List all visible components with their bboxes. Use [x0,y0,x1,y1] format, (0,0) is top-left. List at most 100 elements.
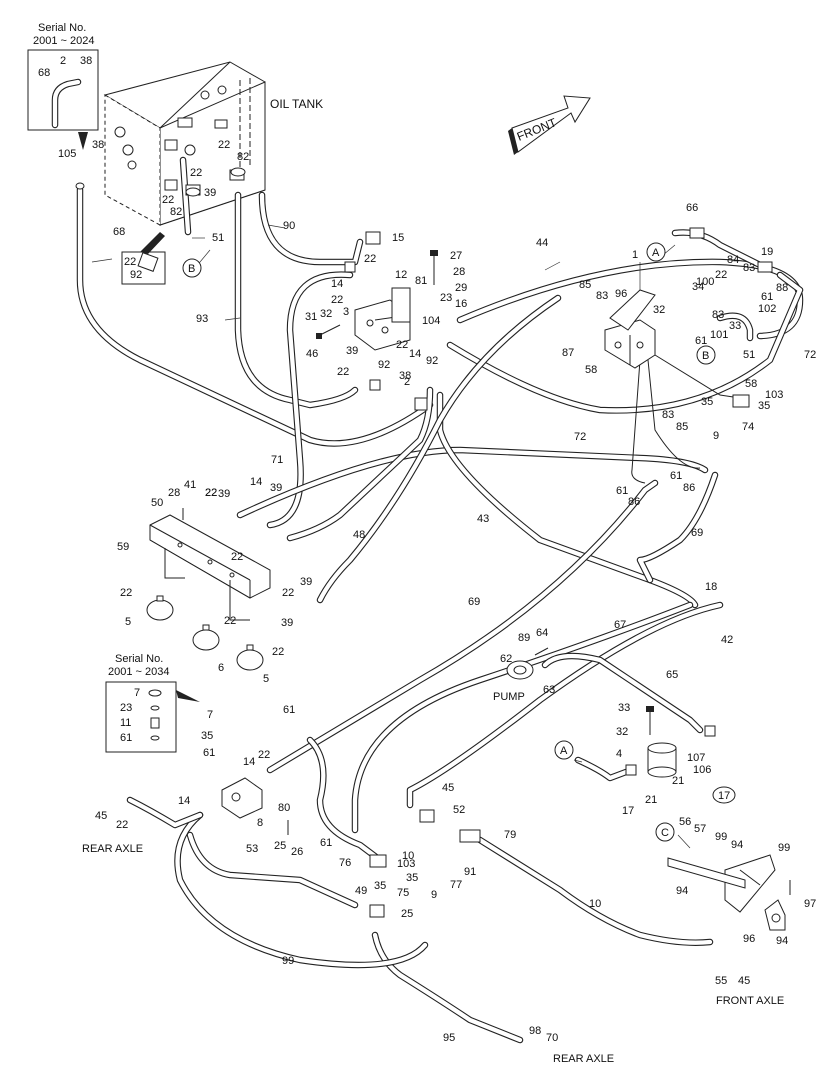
part-number-label: 10 [589,898,601,910]
part-number-label: 9 [713,430,719,442]
accumulator-5 [146,595,174,621]
part-number-label: 76 [339,857,351,869]
part-number-label: 46 [306,348,318,360]
part-number-label: 43 [477,513,489,525]
manifold-59 [149,514,271,621]
inset-top-label: 68 [38,67,50,79]
part-number-label: 26 [291,846,303,858]
part-number-label: 96 [615,288,627,300]
part-number-label: 90 [283,220,295,232]
part-number-label: 39 [281,617,293,629]
part-number-label: 62 [500,653,512,665]
part-number-label: 83 [596,290,608,302]
part-number-label: 38 [399,370,411,382]
detail-arrow [140,232,165,254]
part-number-label: 22 [116,819,128,831]
part-number-label: 56 [679,816,691,828]
part-number-label: 72 [804,349,816,361]
part-number-label: 61 [761,291,773,303]
part-number-label: 35 [374,880,386,892]
part-number-label: 34 [692,281,704,293]
part-number-label: 92 [378,359,390,371]
inset-top-label: 38 [80,55,92,67]
part-number-label: 89 [518,632,530,644]
inset-serial-left: Serial No. 2001 ~ 2034 7 23 11 61 [105,653,200,753]
part-number-label: 22 [282,587,294,599]
part-number-label: 71 [271,454,283,466]
part-number-label: 12 [395,269,407,281]
part-number-label: 48 [353,529,365,541]
part-number-label: 49 [355,885,367,897]
part-number-label: 32 [653,304,665,316]
part-number-label: 104 [422,315,440,327]
part-number-label: 14 [331,278,343,290]
part-number-label: 61 [203,747,215,759]
part-number-label: 65 [666,669,678,681]
part-number-label: 103 [765,389,783,401]
part-number-label: 74 [742,421,754,433]
part-number-label: 22 [231,551,243,563]
part-number-label: 88 [776,282,788,294]
part-number-label: 58 [745,378,757,390]
brake-valve-1 [604,289,656,369]
part-number-label: 93 [196,313,208,325]
bolts [182,250,791,895]
part-number-label: 17 [622,805,634,817]
inset-left-label: 23 [120,702,132,714]
inset-top-range: 2001 ~ 2024 [33,35,94,47]
part-number-label: 68 [113,226,125,238]
part-number-label: 6 [218,662,224,674]
accumulator-5b [236,644,264,671]
part-number-label: 92 [426,355,438,367]
part-number-label: 69 [691,527,703,539]
part-number-label: 63 [543,684,555,696]
part-number-label: 19 [761,246,773,258]
part-number-label: 94 [676,885,688,897]
part-number-label: 33 [729,320,741,332]
part-number-label: 87 [562,347,574,359]
ref-A-label: A [560,745,568,757]
part-number-label: 82 [237,151,249,163]
part-number-label: 72 [574,431,586,443]
part-number-label: 53 [246,843,258,855]
part-number-label: 35 [201,730,213,742]
part-number-label: 22 [396,339,408,351]
ref-A-label: A [652,247,660,259]
part-number-label: 92 [130,269,142,281]
part-number-label: 32 [616,726,628,738]
part-number-label: 61 [320,837,332,849]
part-number-label: 41 [184,479,196,491]
part-number-label: 95 [443,1032,455,1044]
part-number-label: 52 [453,804,465,816]
part-number-label: 21 [672,775,684,787]
part-number-label: 94 [731,839,743,851]
part-number-label: 18 [705,581,717,593]
part-number-label: 106 [693,764,711,776]
part-number-label: 16 [455,298,467,310]
inset-top-label: 2 [60,55,66,67]
part-number-label: 15 [392,232,404,244]
part-number-label: 28 [168,487,180,499]
valve-block-3 [354,287,411,351]
part-number-label: 55 [715,975,727,987]
pedal-bracket-95 [667,854,786,931]
rear-axle-bottom-label: REAR AXLE [553,1053,614,1065]
part-number-label: 70 [546,1032,558,1044]
inset-left-label: 7 [134,687,140,699]
part-number-label: 14 [409,348,421,360]
part-number-label: 45 [442,782,454,794]
part-number-label: 22 [224,615,236,627]
part-number-label: 22 [205,487,217,499]
part-number-label: 64 [536,627,548,639]
ref-C: C [655,822,675,842]
inset-top-header: Serial No. [38,22,86,34]
part-number-label: 31 [305,311,317,323]
part-number-label: 3 [343,306,349,318]
part-number-label: 22 [272,646,284,658]
part-number-label: 23 [440,292,452,304]
inset-left-label: 61 [120,732,132,744]
part-number-label: 22 [258,749,270,761]
part-number-label: 97 [804,898,816,910]
part-number-label: 61 [616,485,628,497]
part-number-label: 7 [207,709,213,721]
